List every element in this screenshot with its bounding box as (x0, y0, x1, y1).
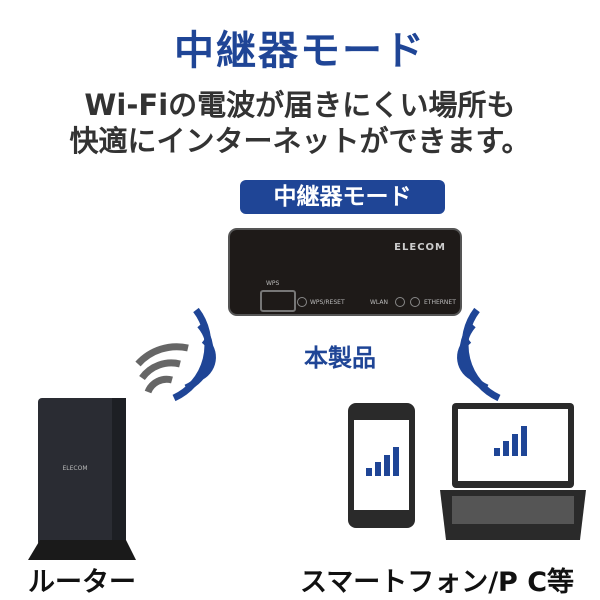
subtitle-line-1: Wi-Fiの電波が届きにくい場所も (84, 88, 516, 122)
wifi-signal-icon (172, 307, 216, 402)
device-brand: ELECOM (394, 242, 446, 253)
wps-led (297, 297, 307, 307)
wifi-signal-icon (457, 307, 501, 402)
wps-label: WPS (266, 280, 280, 287)
router-device: ELECOM (28, 398, 136, 560)
laptop-icon (440, 403, 586, 540)
wifi-signal-icon (135, 343, 189, 394)
router-brand: ELECOM (62, 465, 87, 472)
smartphone-icon (348, 403, 415, 528)
product-label: 本製品 (304, 344, 376, 372)
wlan-led (395, 297, 405, 307)
wps-reset-label: WPS/RESET (310, 299, 345, 306)
mode-badge: 中継器モード (240, 180, 445, 214)
repeater-device: ELECOM WPS WPS/RESET WLAN ETHERNET (228, 228, 462, 316)
clients-label: スマートフォン/P C等 (300, 567, 575, 598)
router-label: ルーター (28, 567, 136, 598)
ethernet-led (410, 297, 420, 307)
wps-button (260, 290, 296, 312)
ethernet-label: ETHERNET (424, 299, 456, 306)
wlan-label: WLAN (370, 299, 389, 306)
page-title: 中継器モード (174, 28, 426, 74)
subtitle-line-2: 快適にインターネットができます。 (69, 124, 531, 158)
